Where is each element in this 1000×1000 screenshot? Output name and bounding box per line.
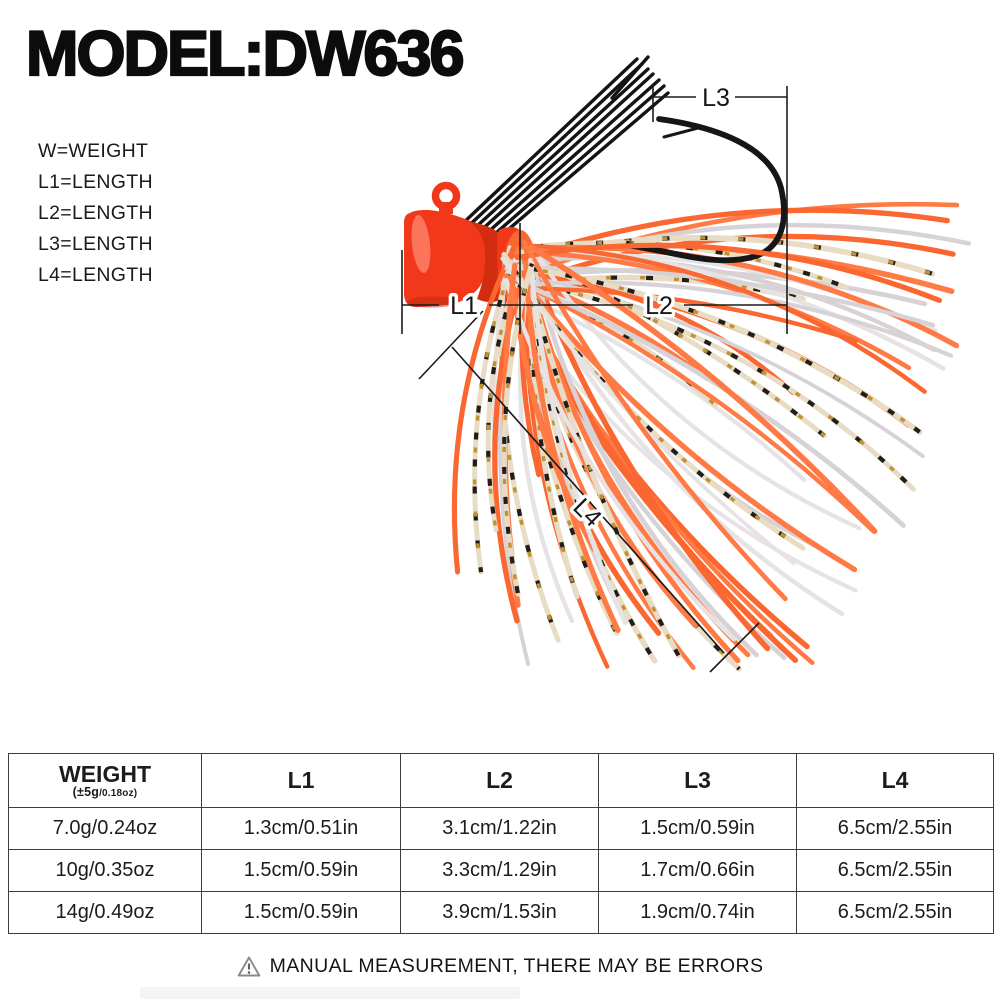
measurement-legend: W=WEIGHT L1=LENGTH L2=LENGTH L3=LENGTH L… [38, 136, 153, 291]
col-header-l3: L3 [598, 753, 797, 808]
legend-item-weight: W=WEIGHT [38, 140, 149, 162]
spec-cell: 3.1cm/1.22in [400, 807, 599, 850]
legend-item-l4: L4=LENGTH [38, 264, 153, 286]
spec-cell: 6.5cm/2.55in [796, 891, 994, 934]
spec-cell: 1.5cm/0.59in [598, 807, 797, 850]
spec-cell: 3.9cm/1.53in [400, 891, 599, 934]
weight-tolerance: (±5g/0.18oz) [72, 784, 138, 799]
col-header-l4: L4 [796, 753, 994, 808]
table-row: 10g/0.35oz 1.5cm/0.59in 3.3cm/1.29in 1.7… [8, 849, 994, 892]
spec-cell: 1.3cm/0.51in [201, 807, 401, 850]
spec-cell: 1.7cm/0.66in [598, 849, 797, 892]
legend-item-l2: L2=LENGTH [38, 202, 153, 224]
spec-cell: 14g/0.49oz [8, 891, 202, 934]
spec-cell: 6.5cm/2.55in [796, 849, 994, 892]
measurement-disclaimer: MANUAL MEASUREMENT, THERE MAY BE ERRORS [0, 948, 1000, 984]
table-row: 7.0g/0.24oz 1.3cm/0.51in 3.1cm/1.22in 1.… [8, 807, 994, 850]
spec-cell: 1.9cm/0.74in [598, 891, 797, 934]
spec-cell: 7.0g/0.24oz [8, 807, 202, 850]
spec-cell: 3.3cm/1.29in [400, 849, 599, 892]
dimension-label-l2: L2 [645, 292, 673, 320]
table-row: 14g/0.49oz 1.5cm/0.59in 3.9cm/1.53in 1.9… [8, 891, 994, 934]
spec-cell: 1.5cm/0.59in [201, 849, 401, 892]
legend-item-l1: L1=LENGTH [38, 171, 153, 193]
col-header-l2: L2 [400, 753, 599, 808]
fishing-hook [625, 116, 787, 264]
dimension-lines [401, 85, 788, 673]
legend-item-l3: L3=LENGTH [38, 233, 153, 255]
skirt-strands-front [500, 239, 954, 642]
spec-cell: 6.5cm/2.55in [796, 807, 994, 850]
spec-cell: 1.5cm/0.59in [201, 891, 401, 934]
watermark-smudge [140, 987, 520, 999]
spec-cell: 10g/0.35oz [8, 849, 202, 892]
col-header-weight: WEIGHT (±5g/0.18oz) [8, 753, 202, 808]
col-header-weight-label: WEIGHT [59, 760, 151, 787]
spec-table: WEIGHT (±5g/0.18oz) L1 L2 L3 L4 7.0g/0.2… [8, 753, 994, 934]
table-header-row: WEIGHT (±5g/0.18oz) L1 L2 L3 L4 [8, 753, 994, 808]
page-title: MODEL:DW636 [25, 18, 466, 90]
dimension-label-l1: L1 [450, 292, 478, 320]
footer-text: MANUAL MEASUREMENT, THERE MAY BE ERRORS [269, 954, 764, 977]
warning-triangle-icon [237, 956, 260, 976]
col-header-l1: L1 [201, 753, 401, 808]
dimension-label-l3: L3 [702, 84, 730, 112]
